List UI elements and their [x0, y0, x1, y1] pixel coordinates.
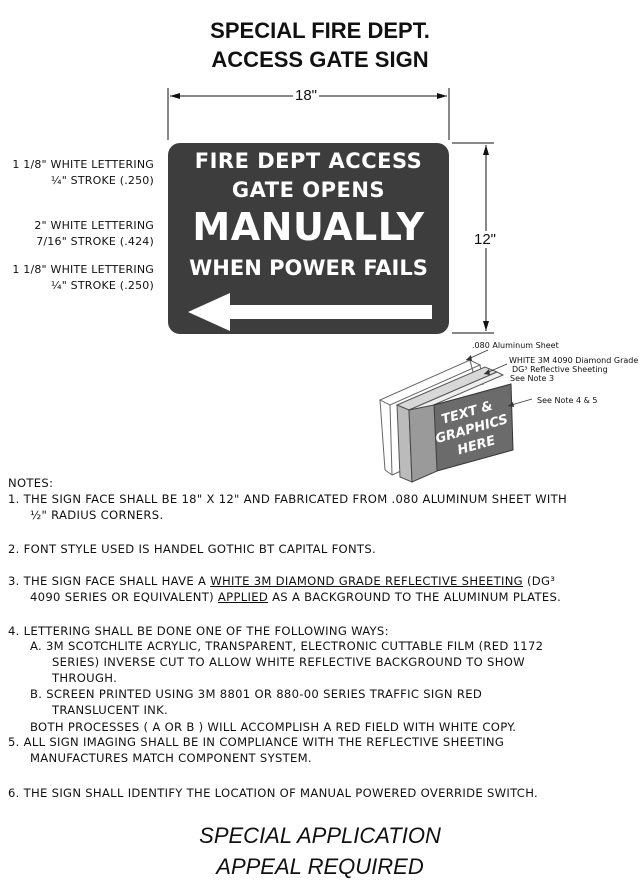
- lettering-note-3: 1 1/8" WHITE LETTERING ¼" STROKE (.250): [12, 262, 154, 294]
- note-4: 4. LETTERING SHALL BE DONE ONE OF THE FO…: [8, 624, 389, 638]
- note-5-line-2: MANUFACTURES MATCH COMPONENT SYSTEM.: [30, 751, 312, 765]
- note-4a-line-3: THROUGH.: [52, 671, 118, 685]
- iso-face-text-3: HERE: [456, 433, 497, 458]
- note-3-line-1-start: 3. THE SIGN FACE SHALL HAVE A: [8, 574, 211, 588]
- lettering-note-2: 2" WHITE LETTERING 7/16" STROKE (.424): [34, 218, 154, 250]
- note-3-underlined-sheeting: WHITE 3M DIAMOND GRADE REFLECTIVE SHEETI…: [210, 574, 523, 588]
- lettering-note-1-stroke: ¼" STROKE (.250): [50, 174, 154, 187]
- height-dimension-label: 12": [472, 231, 499, 248]
- lettering-note-1: 1 1/8" WHITE LETTERING ¼" STROKE (.250): [12, 157, 154, 189]
- note-4-summary: BOTH PROCESSES ( A OR B ) WILL ACCOMPLIS…: [30, 720, 517, 734]
- sign-line-2: GATE OPENS: [231, 178, 386, 202]
- note-2: 2. FONT STYLE USED IS HANDEL GOTHIC BT C…: [8, 542, 376, 556]
- note-3-line-2-end: AS A BACKGROUND TO THE ALUMINUM PLATES.: [268, 590, 562, 604]
- lettering-note-3-size: 1 1/8" WHITE LETTERING: [12, 263, 154, 276]
- lettering-note-2-size: 2" WHITE LETTERING: [34, 219, 154, 232]
- sign-line-1: FIRE DEPT ACCESS: [194, 149, 423, 173]
- note-3-line-2: 4090 SERIES OR EQUIVALENT) APPLIED AS A …: [30, 590, 561, 605]
- note-5-line-1: 5. ALL SIGN IMAGING SHALL BE IN COMPLIAN…: [8, 735, 505, 749]
- page-title-line-2: ACCESS GATE SIGN: [211, 47, 429, 72]
- note-3-line-1: 3. THE SIGN FACE SHALL HAVE A WHITE 3M D…: [8, 574, 555, 589]
- sheeting-label-3: See Note 3: [510, 374, 555, 383]
- note-3-underlined-applied: APPLIED: [217, 590, 269, 604]
- lettering-note-3-stroke: ¼" STROKE (.250): [50, 279, 154, 292]
- note-4b-line-2: TRANSLUCENT INK.: [52, 703, 169, 717]
- note-1-line-1: 1. THE SIGN FACE SHALL BE 18" X 12" AND …: [8, 492, 567, 506]
- sign-line-4: WHEN POWER FAILS: [189, 256, 428, 280]
- sign-line-3: MANUALLY: [192, 205, 425, 249]
- left-arrow-icon: [188, 293, 432, 331]
- note-4b-line-1: B. SCREEN PRINTED USING 3M 8801 OR 880-0…: [30, 687, 483, 701]
- note-4a-line-1: A. 3M SCOTCHLITE ACRYLIC, TRANSPARENT, E…: [30, 639, 544, 653]
- note-reference-label: See Note 4 & 5: [537, 396, 598, 405]
- page-title-line-1: SPECIAL FIRE DEPT.: [210, 18, 430, 43]
- aluminum-sheet-label: .080 Aluminum Sheet: [472, 341, 559, 350]
- note-6: 6. THE SIGN SHALL IDENTIFY THE LOCATION …: [8, 786, 538, 800]
- sheeting-label-1: WHITE 3M 4090 Diamond Grade: [509, 356, 639, 365]
- note-1-line-2: ½" RADIUS CORNERS.: [30, 508, 164, 522]
- note-3-line-1-end: (DG³: [522, 574, 556, 588]
- notes-heading: NOTES:: [8, 476, 54, 490]
- iso-face-text-1: TEXT &: [440, 399, 495, 428]
- note-4a-line-2: SERIES) INVERSE CUT TO ALLOW WHITE REFLE…: [52, 655, 525, 669]
- note-3-line-2-start: 4090 SERIES OR EQUIVALENT): [30, 590, 218, 604]
- lettering-note-1-size: 1 1/8" WHITE LETTERING: [12, 158, 154, 171]
- footer-line-1: SPECIAL APPLICATION: [199, 823, 441, 848]
- iso-face-text-2: GRAPHICS: [434, 412, 510, 447]
- width-dimension-label: 18": [293, 87, 320, 104]
- sheeting-label-2: DG³ Reflective Sheeting: [512, 365, 608, 374]
- lettering-note-2-stroke: 7/16" STROKE (.424): [36, 235, 154, 248]
- footer-line-2: APPEAL REQUIRED: [216, 854, 424, 879]
- sign-face: FIRE DEPT ACCESS GATE OPENS MANUALLY WHE…: [168, 143, 449, 334]
